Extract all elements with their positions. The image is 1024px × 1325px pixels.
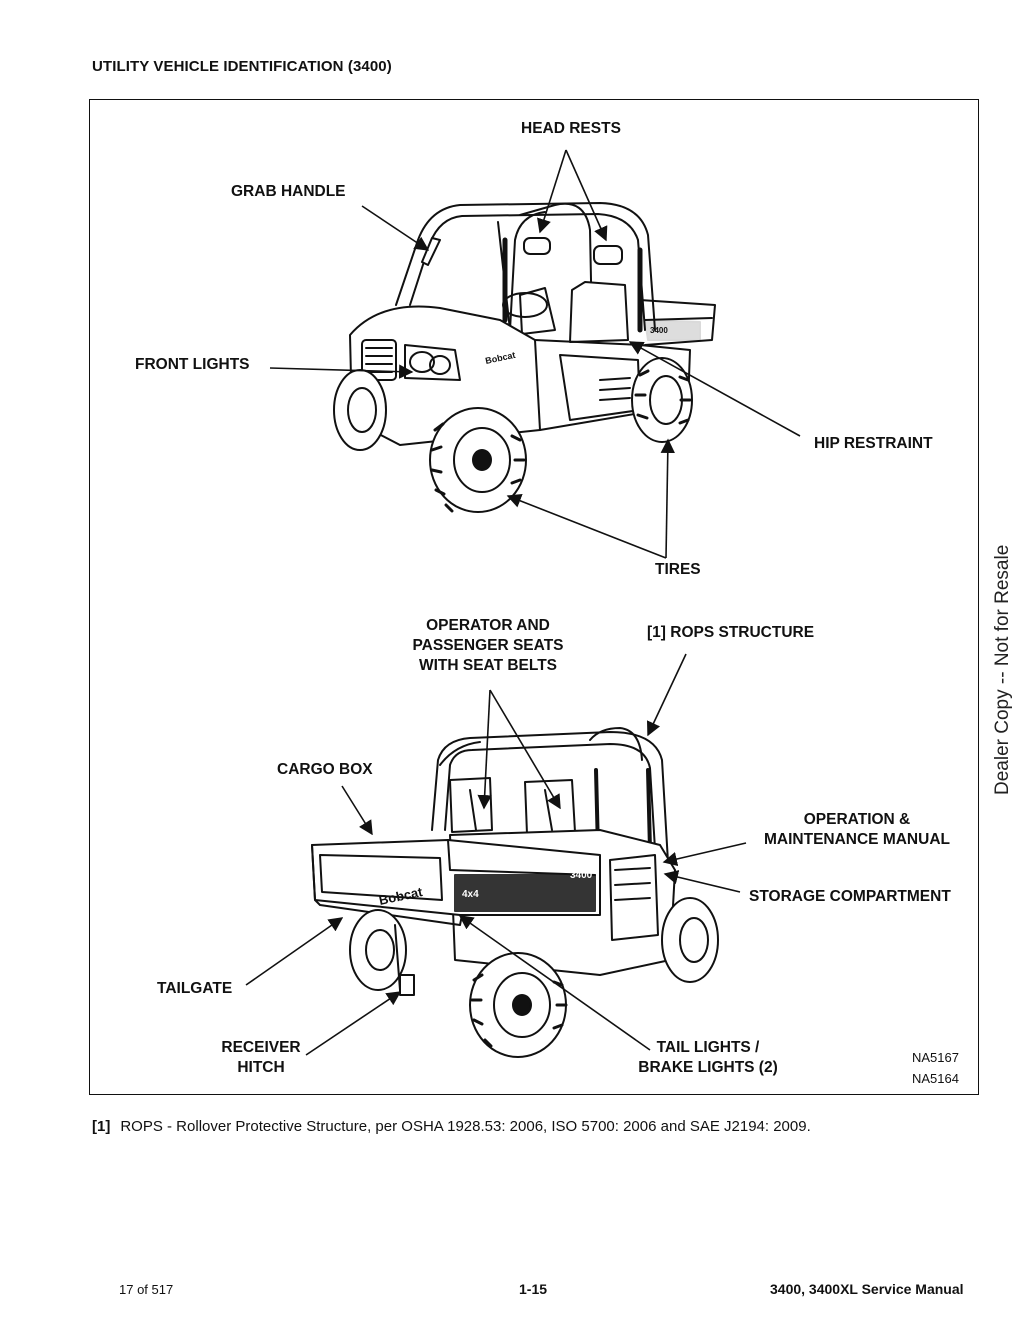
front-view-vehicle (333, 202, 716, 513)
footnote: [1] ROPS - Rollover Protective Structure,… (92, 1118, 811, 1135)
page-count: 17 of 517 (119, 1282, 174, 1297)
page-title: UTILITY VEHICLE IDENTIFICATION (3400) (92, 58, 392, 75)
page-number: 1-15 (519, 1281, 548, 1297)
callout-manual-line-1: OPERATION & (803, 811, 911, 828)
decal-model-front: 3400 (650, 326, 668, 335)
callout-manual: OPERATION & MAINTENANCE MANUAL (757, 810, 957, 850)
watermark: Dealer Copy -- Not for Resale (992, 544, 1013, 795)
callout-receiver-hitch-line-1: RECEIVER (221, 1039, 301, 1056)
callout-grab-handle: GRAB HANDLE (231, 183, 346, 200)
figure-frame (89, 99, 979, 1095)
callout-front-lights: FRONT LIGHTS (135, 356, 250, 373)
callout-seats-line-2: PASSENGER SEATS (412, 637, 564, 654)
callout-tail-lights-line-1: TAIL LIGHTS / (656, 1039, 760, 1056)
callout-head-rests: HEAD RESTS (521, 120, 621, 137)
rear-view-vehicle (311, 727, 719, 1058)
callout-receiver-hitch: RECEIVER HITCH (212, 1038, 310, 1078)
footnote-ref: [1] (92, 1118, 111, 1135)
footnote-text: ROPS - Rollover Protective Structure, pe… (120, 1118, 811, 1135)
manual-title: 3400, 3400XL Service Manual (770, 1281, 964, 1297)
callout-seats-line-1: OPERATOR AND (426, 617, 550, 634)
callout-rops-structure: [1] ROPS STRUCTURE (647, 624, 815, 641)
callout-tires: TIRES (655, 561, 701, 578)
callout-seats: OPERATOR AND PASSENGER SEATS WITH SEAT B… (408, 616, 568, 676)
callout-receiver-hitch-line-2: HITCH (237, 1059, 285, 1076)
callout-cargo-box: CARGO BOX (277, 761, 373, 778)
callout-tail-lights-line-2: BRAKE LIGHTS (2) (638, 1059, 778, 1076)
figure-code-1: NA5167 (912, 1050, 959, 1065)
callout-tailgate: TAILGATE (157, 980, 233, 997)
leader-lines (245, 149, 801, 1056)
callout-storage-compartment: STORAGE COMPARTMENT (749, 888, 951, 905)
callout-hip-restraint: HIP RESTRAINT (814, 435, 933, 452)
figure-code-2: NA5164 (912, 1071, 959, 1086)
callout-manual-line-2: MAINTENANCE MANUAL (764, 831, 950, 848)
callout-seats-line-3: WITH SEAT BELTS (418, 657, 558, 674)
decal-drive-rear: 4x4 (462, 889, 479, 900)
decal-model-rear: 3400 (570, 870, 593, 881)
callout-tail-lights: TAIL LIGHTS / BRAKE LIGHTS (2) (626, 1038, 790, 1078)
figure-codes: NA5167 NA5164 (912, 1047, 959, 1089)
